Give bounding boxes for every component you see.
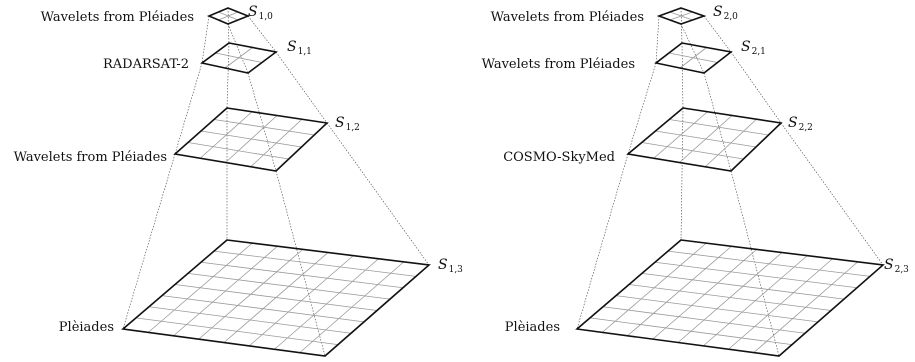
- level-outline: [206, 7, 251, 25]
- level-outline: [173, 107, 329, 172]
- label-right-level-3: Plèiades: [504, 320, 560, 335]
- projection-line: [247, 72, 277, 172]
- projection-line: [201, 15, 210, 64]
- grid-line: [274, 258, 379, 350]
- projection-line: [326, 122, 430, 266]
- grid-line: [677, 252, 783, 343]
- level-outlines: [121, 7, 885, 357]
- grid-line: [187, 272, 391, 300]
- level-outline: [121, 239, 431, 357]
- symbol-left-level-0: S1,0: [248, 5, 273, 22]
- symbol-subscript: 1,3: [448, 265, 463, 275]
- symbol-left-level-3: S1,3: [438, 258, 463, 275]
- grid-line: [679, 115, 733, 163]
- level-outline: [575, 239, 885, 357]
- projection-lines: [122, 7, 884, 357]
- projection-line: [174, 62, 203, 155]
- symbol-right-level-3: S2,3: [884, 258, 909, 275]
- grid-line: [200, 261, 404, 289]
- projection-line: [275, 51, 328, 124]
- grid-line: [667, 250, 871, 277]
- grid-line: [753, 261, 859, 353]
- symbol-left-level-1: S1,1: [287, 40, 312, 57]
- projection-line: [703, 15, 732, 53]
- grid-line: [679, 47, 707, 69]
- projection-line: [655, 15, 660, 64]
- symbol-right-level-1: S2,1: [741, 40, 766, 57]
- projection-line: [226, 42, 230, 109]
- grid-line: [728, 258, 833, 350]
- grid-line: [702, 255, 808, 347]
- grid-line: [248, 255, 354, 347]
- symbol-letter: S: [287, 39, 297, 55]
- grid-line: [223, 252, 329, 343]
- projection-line: [227, 7, 230, 44]
- grid-line: [669, 11, 693, 21]
- level-outline: [656, 7, 707, 25]
- projection-line: [681, 42, 684, 109]
- projection-line: [680, 23, 705, 74]
- symbol-subscript: 1,2: [345, 123, 360, 133]
- symbol-right-level-0: S2,0: [713, 5, 738, 22]
- level-outline: [654, 42, 733, 74]
- label-left-level-1: RADARSAT-2: [102, 57, 189, 72]
- symbol-letter: S: [884, 257, 894, 273]
- projection-line: [627, 62, 657, 155]
- grid-line: [641, 272, 845, 300]
- symbol-subscript: 1,1: [297, 47, 312, 57]
- grid-line: [213, 119, 315, 136]
- projection-line: [680, 7, 683, 44]
- level-outline: [200, 42, 278, 74]
- grid-line: [654, 261, 858, 289]
- symbol-right-level-2: S2,2: [788, 116, 813, 133]
- grid-line: [704, 118, 757, 168]
- symbol-subscript: 1,0: [258, 12, 273, 22]
- symbol-left-level-2: S1,2: [335, 116, 360, 133]
- label-right-level-0: Wavelets from Pléiades: [490, 10, 644, 25]
- grid-line: [213, 250, 417, 277]
- label-left-level-0: Wavelets from Pléiades: [40, 10, 194, 25]
- symbol-letter: S: [788, 115, 798, 131]
- label-right-level-1: Wavelets from Pléiades: [481, 57, 635, 72]
- projection-line: [730, 170, 780, 357]
- grid-line: [218, 11, 239, 21]
- grid-lines: [135, 11, 871, 353]
- symbol-subscript: 2,1: [751, 47, 766, 57]
- projection-line: [227, 23, 249, 74]
- projection-line: [703, 72, 732, 172]
- symbol-subscript: 2,3: [894, 265, 909, 275]
- grid-line: [250, 118, 303, 168]
- symbol-letter: S: [713, 4, 723, 20]
- symbol-subscript: 2,2: [798, 123, 813, 133]
- symbol-letter: S: [335, 115, 345, 131]
- grid-line: [299, 261, 405, 353]
- label-left-level-3: Plèiades: [58, 320, 114, 335]
- level-outline: [626, 107, 783, 172]
- grid-line: [224, 47, 253, 69]
- projection-line: [730, 51, 782, 124]
- symbol-letter: S: [438, 257, 448, 273]
- symbol-letter: S: [248, 4, 258, 20]
- grid-line: [225, 115, 278, 163]
- symbol-subscript: 2,0: [723, 12, 738, 22]
- projection-line: [275, 170, 326, 357]
- projection-line: [122, 153, 176, 330]
- label-left-level-2: Wavelets from Pléiades: [13, 150, 167, 165]
- projection-line: [780, 122, 884, 266]
- projection-line: [576, 153, 629, 330]
- symbol-letter: S: [741, 39, 751, 55]
- projection-line: [680, 107, 684, 241]
- grid-line: [669, 119, 769, 136]
- label-right-level-2: COSMO-SkyMed: [503, 150, 615, 165]
